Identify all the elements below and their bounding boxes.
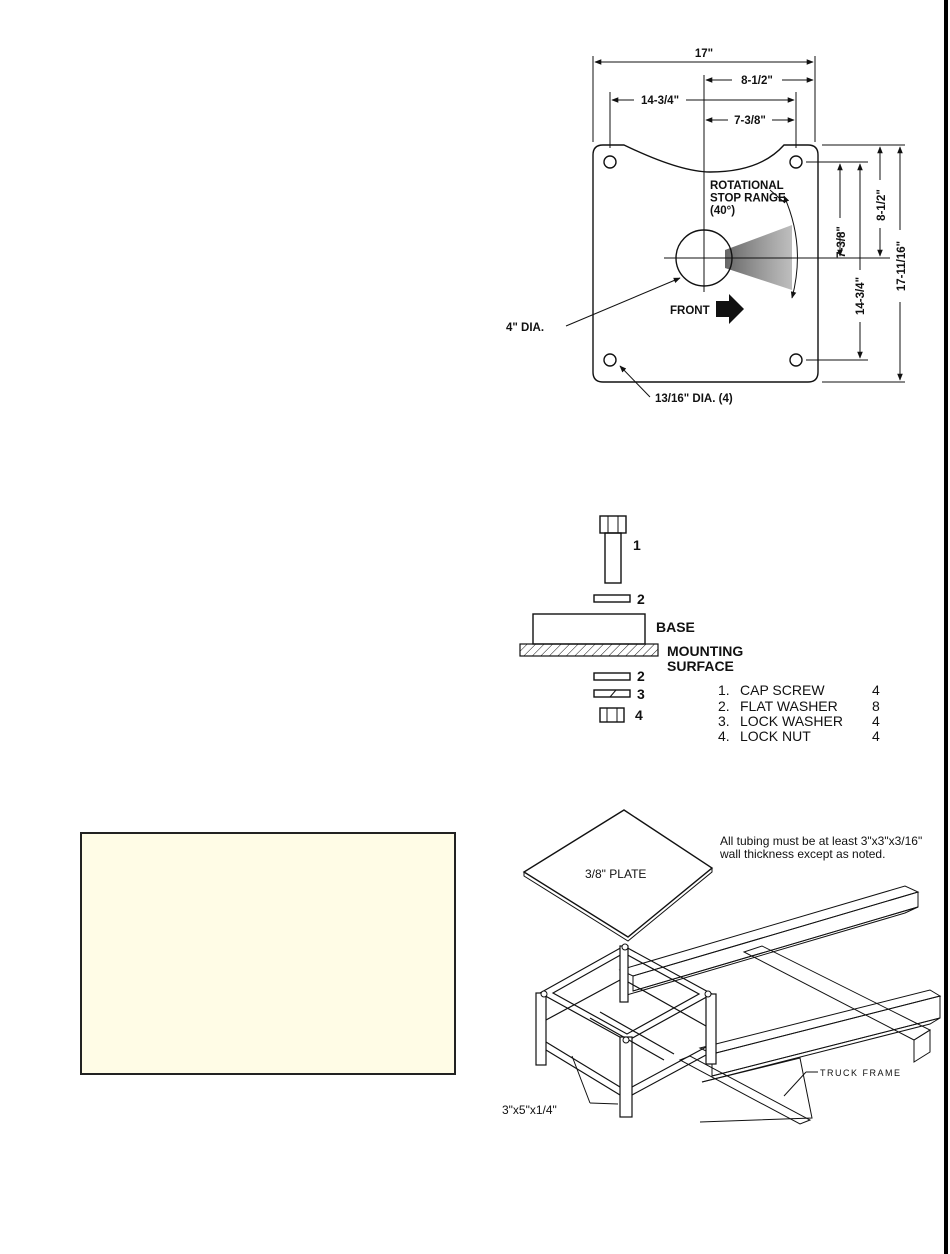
steel-plate	[522, 809, 714, 938]
flat-washer-top	[593, 594, 631, 603]
part-number: 2.	[718, 698, 730, 714]
part-number: 4.	[718, 728, 730, 744]
bolt-hole-top-right	[789, 155, 803, 169]
part-number: 3.	[718, 713, 730, 729]
tube-label-leader-1	[571, 1055, 591, 1104]
truck-mount-diagram: All tubing must be at least 3"x3"x3/16" …	[502, 809, 942, 1125]
steel-plate-thickness	[523, 868, 713, 942]
page-edge-rule	[944, 0, 948, 1254]
truck-frame-leader	[783, 1071, 807, 1097]
dim-half-height: 8-1/2"	[876, 189, 888, 221]
dim-half-hole-spacing-height: 7-3/8"	[836, 226, 848, 258]
base-plate-diagram: 17" 8-1/2" 14-3/4" 7-3/8" 7-3/8" 8-1/2" …	[506, 48, 908, 405]
dim-half-width: 8-1/2"	[741, 75, 773, 87]
bolt-hole-bottom-left	[603, 353, 617, 367]
part-qty: 4	[872, 682, 880, 698]
part-qty: 8	[872, 698, 880, 714]
front-label: FRONT	[670, 305, 710, 317]
dim-hole-spacing-width: 14-3/4"	[641, 95, 679, 107]
tube-frame	[535, 945, 717, 1118]
dim-hole-spacing-height: 14-3/4"	[855, 277, 867, 315]
rotational-stop-arc	[783, 195, 798, 299]
center-hole-label: 4" DIA.	[506, 322, 544, 334]
part-name: CAP SCREW	[740, 682, 825, 698]
center-hole-leader	[565, 277, 681, 327]
cap-screw-head	[599, 515, 627, 534]
callout-2-bottom: 2	[637, 668, 645, 684]
part-number: 1.	[718, 682, 730, 698]
dim-overall-height: 17-11/16"	[896, 241, 908, 291]
corner-bolt	[540, 990, 548, 998]
base-plate-outline	[592, 144, 819, 383]
corner-bolt	[704, 990, 712, 998]
mounting-surface	[519, 643, 659, 657]
note-box	[80, 832, 456, 1075]
bolt-hole-top-left	[603, 155, 617, 169]
tube-label-leader-2	[589, 1102, 619, 1105]
part-name: FLAT WASHER	[740, 698, 838, 714]
lock-washer	[593, 689, 631, 698]
lock-washer-split	[609, 689, 617, 698]
callout-2-top: 2	[637, 591, 645, 607]
callout-3: 3	[637, 686, 645, 702]
cap-screw-shank	[604, 532, 622, 584]
dim-overall-width: 17"	[695, 48, 713, 60]
tube-size-label: 3"x5"x1/4"	[502, 1103, 557, 1117]
parts-list: 1. CAP SCREW 4 2. FLAT WASHER 8 3. LOCK …	[718, 682, 880, 744]
truck-frame-crossmember	[678, 945, 932, 1125]
mounting-surface-label: MOUNTING SURFACE	[667, 643, 747, 674]
callout-1: 1	[633, 537, 641, 553]
fastener-stack-diagram: 1 2 BASE MOUNTING SURFACE 2 3 4 1. CAP S…	[519, 515, 880, 744]
front-arrow-icon	[716, 294, 744, 324]
base-block	[532, 613, 646, 645]
part-qty: 4	[872, 713, 880, 729]
lock-nut	[599, 707, 625, 723]
truck-frame-label: TRUCK FRAME	[820, 1068, 902, 1078]
tubing-note: All tubing must be at least 3"x3"x3/16" …	[719, 834, 926, 861]
corner-bolt	[621, 943, 629, 951]
part-qty: 4	[872, 728, 880, 744]
base-label: BASE	[656, 619, 695, 635]
bolt-hole-leader	[619, 365, 651, 398]
bolt-hole-bottom-right	[789, 353, 803, 367]
stop-label-leader	[769, 189, 786, 204]
part-name: LOCK NUT	[740, 728, 811, 744]
truck-frame-rail-rear	[618, 885, 920, 998]
rotational-stop-label: ROTATIONAL STOP RANGE (40°)	[710, 180, 789, 217]
truck-frame-rail-front	[698, 989, 942, 1123]
bolt-hole-label: 13/16" DIA. (4)	[655, 393, 733, 405]
part-name: LOCK WASHER	[740, 713, 843, 729]
dim-half-hole-spacing-width: 7-3/8"	[734, 115, 766, 127]
flat-washer-bottom	[593, 672, 631, 681]
corner-bolt	[622, 1036, 630, 1044]
plate-label: 3/8" PLATE	[585, 867, 646, 881]
callout-4: 4	[635, 707, 643, 723]
